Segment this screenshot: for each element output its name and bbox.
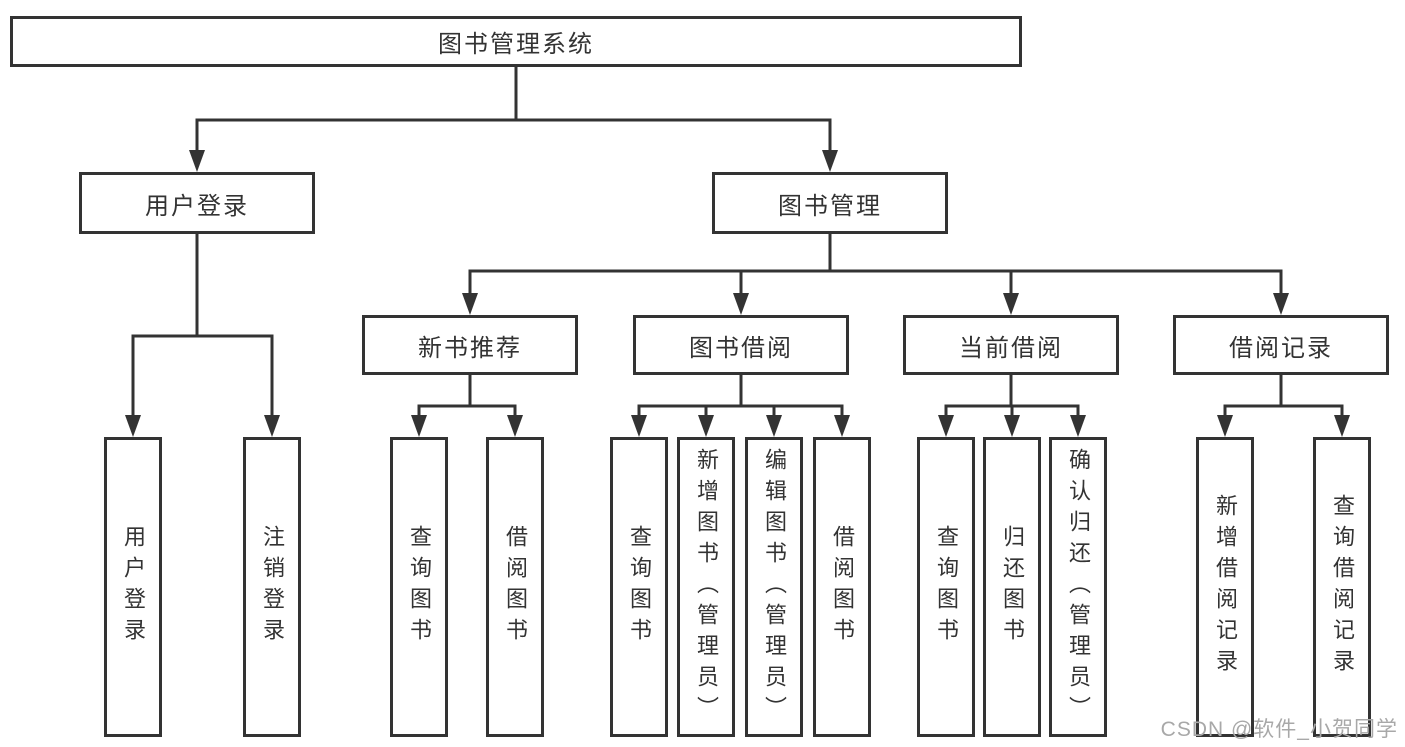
arrow-down-icon [733, 293, 749, 315]
leaf-label: 查询图书 [934, 525, 959, 649]
leaf-user-login: 用户登录 [104, 437, 162, 737]
arrow-down-icon [462, 293, 478, 315]
leaf-label: 查询图书 [407, 525, 432, 649]
arrow-down-icon [1003, 293, 1019, 315]
leaf-label: 借阅图书 [830, 525, 855, 649]
leaf-edit-book-admin: 编辑图书（管理员） [745, 437, 803, 737]
arrow-down-icon [125, 415, 141, 437]
connector-newbook-branch [417, 404, 517, 418]
connector-bookmgmt-branch [468, 269, 1283, 296]
node-borrowing-records: 借阅记录 [1173, 315, 1389, 375]
node-label: 用户登录 [145, 192, 249, 220]
node-label: 图书管理系统 [438, 31, 594, 58]
arrow-down-icon [1070, 415, 1086, 437]
node-book-management: 图书管理 [712, 172, 948, 234]
node-new-book-recommend: 新书推荐 [362, 315, 578, 375]
node-label: 新书推荐 [418, 334, 522, 362]
leaf-label: 归还图书 [1000, 525, 1025, 649]
leaf-query-borrow-record: 查询借阅记录 [1313, 437, 1371, 737]
arrow-down-icon [507, 415, 523, 437]
arrow-down-icon [1004, 415, 1020, 437]
leaf-label: 用户登录 [121, 525, 146, 649]
node-label: 借阅记录 [1229, 334, 1333, 362]
arrow-down-icon [698, 415, 714, 437]
arrow-down-icon [264, 415, 280, 437]
connector-userlogin-branch [131, 334, 274, 418]
connector-paths [131, 67, 1344, 418]
leaf-query-books-current: 查询图书 [917, 437, 975, 737]
node-label: 当前借阅 [959, 334, 1063, 362]
node-user-login: 用户登录 [79, 172, 315, 234]
leaf-query-books-borrow: 查询图书 [610, 437, 668, 737]
leaf-confirm-return-admin: 确认归还（管理员） [1049, 437, 1107, 737]
node-book-borrowing: 图书借阅 [633, 315, 849, 375]
leaf-logout: 注销登录 [243, 437, 301, 737]
node-label: 图书借阅 [689, 334, 793, 362]
node-library-management-system: 图书管理系统 [10, 16, 1022, 67]
node-label: 图书管理 [778, 192, 882, 220]
arrow-down-icon [766, 415, 782, 437]
arrow-down-icon [631, 415, 647, 437]
arrow-down-icon [834, 415, 850, 437]
leaf-label: 新增图书（管理员） [694, 447, 719, 727]
arrow-down-icon [822, 150, 838, 172]
leaf-borrow-book-recommend: 借阅图书 [486, 437, 544, 737]
leaf-label: 编辑图书（管理员） [762, 447, 787, 727]
arrow-down-icon [938, 415, 954, 437]
arrow-down-icon [1273, 293, 1289, 315]
arrow-down-icon [1217, 415, 1233, 437]
leaf-label: 查询借阅记录 [1330, 494, 1355, 680]
leaf-label: 新增借阅记录 [1213, 494, 1238, 680]
csdn-watermark: CSDN @软件_小贺同学 [1160, 718, 1398, 741]
arrow-down-icon [189, 150, 205, 172]
leaf-add-book-admin: 新增图书（管理员） [677, 437, 735, 737]
leaf-add-borrow-record: 新增借阅记录 [1196, 437, 1254, 737]
leaf-return-book: 归还图书 [983, 437, 1041, 737]
leaf-label: 查询图书 [627, 525, 652, 649]
leaf-label: 确认归还（管理员） [1066, 447, 1091, 727]
leaf-label: 借阅图书 [503, 525, 528, 649]
connector-borrow-branch [637, 404, 844, 418]
connector-records-branch [1223, 404, 1344, 418]
arrow-down-icon [1334, 415, 1350, 437]
arrowheads [125, 150, 1350, 437]
node-current-borrowing: 当前借阅 [903, 315, 1119, 375]
leaf-query-books-recommend: 查询图书 [390, 437, 448, 737]
leaf-borrow-book: 借阅图书 [813, 437, 871, 737]
arrow-down-icon [411, 415, 427, 437]
leaf-label: 注销登录 [260, 525, 285, 649]
connector-root-branch [195, 118, 832, 153]
